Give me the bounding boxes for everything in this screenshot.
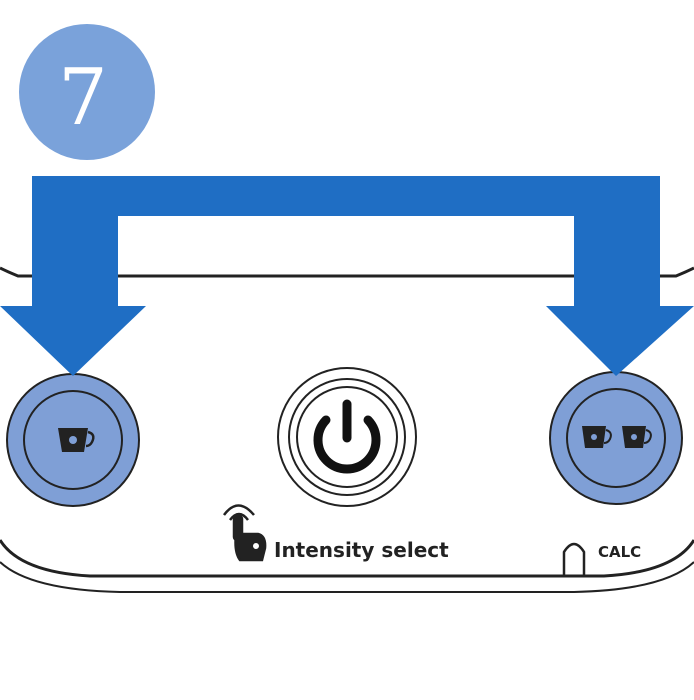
descale-indicator-icon: [562, 542, 586, 576]
bracket-arrow: [0, 176, 694, 376]
power-icon: [313, 399, 381, 474]
double-cup-icon: [582, 426, 652, 448]
step-number: 7: [58, 53, 108, 143]
touch-hand-icon: [222, 504, 267, 562]
step-badge: 7: [19, 24, 155, 160]
panel-outline: [0, 266, 694, 593]
calc-label: CALC: [598, 543, 641, 561]
power-button[interactable]: [277, 367, 417, 507]
single-cup-icon: [58, 428, 95, 452]
calc-label-group: CALC: [562, 542, 641, 576]
single-cup-button[interactable]: [6, 373, 140, 507]
intensity-select-label-group: Intensity select: [222, 504, 449, 562]
double-cup-button[interactable]: [549, 371, 683, 505]
intensity-select-label: Intensity select: [274, 538, 449, 562]
